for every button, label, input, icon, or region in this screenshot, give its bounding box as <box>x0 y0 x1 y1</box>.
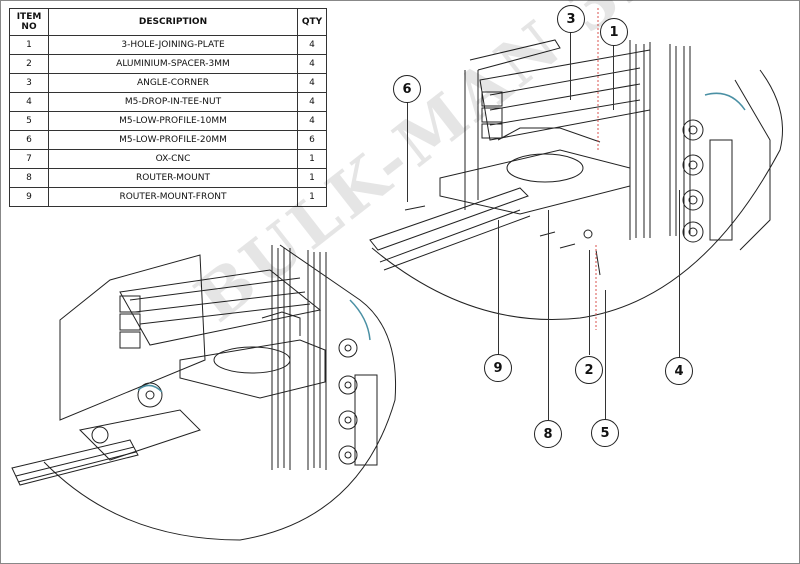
bottom-assembly <box>11 244 397 541</box>
leader-line-6 <box>407 102 408 202</box>
table-header-row: ITEM NO DESCRIPTION QTY <box>9 8 327 36</box>
leader-line-8 <box>548 210 549 420</box>
header-description: DESCRIPTION <box>48 8 298 36</box>
detail-view-outline-top <box>371 69 783 321</box>
callout-9: 9 <box>484 354 512 382</box>
header-qty: QTY <box>297 8 327 36</box>
callout-6: 6 <box>393 75 421 103</box>
leader-line-5 <box>605 290 606 420</box>
callout-3: 3 <box>557 5 585 33</box>
callout-4: 4 <box>665 357 693 385</box>
item-qty: 4 <box>297 92 327 112</box>
leader-line-2 <box>589 250 590 355</box>
leader-line-1 <box>613 45 614 110</box>
leader-line-4 <box>679 190 680 360</box>
callout-2: 2 <box>575 356 603 384</box>
item-qty: 1 <box>297 187 327 207</box>
leader-line-9 <box>498 220 499 355</box>
callout-1: 1 <box>600 18 628 46</box>
callout-8: 8 <box>534 420 562 448</box>
item-description: ROUTER-MOUNT-FRONT <box>48 187 298 207</box>
callout-5: 5 <box>591 419 619 447</box>
top-assembly <box>369 39 771 276</box>
detail-view-outline-bottom <box>43 244 397 541</box>
leader-line-3 <box>570 30 571 100</box>
